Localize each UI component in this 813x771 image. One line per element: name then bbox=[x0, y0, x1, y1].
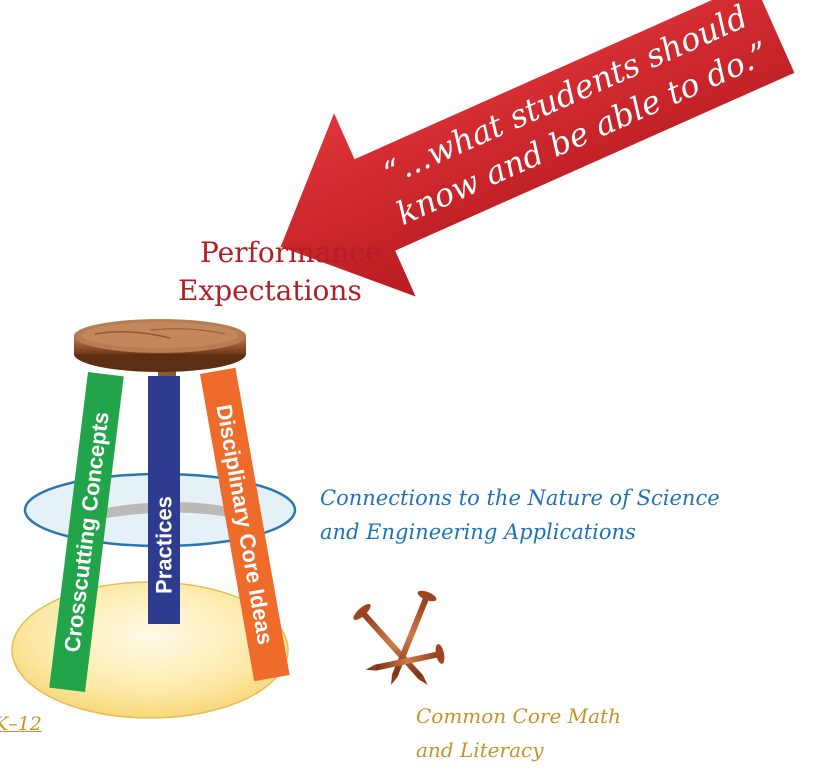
common-core-label-line1: Common Core Math bbox=[416, 704, 621, 728]
nails-icon bbox=[353, 590, 445, 686]
leg-practices: Practices bbox=[148, 376, 180, 624]
performance-expectations-line2: Expectations bbox=[178, 274, 362, 307]
common-core-label-line2: and Literacy bbox=[416, 738, 544, 762]
framework-k12-link[interactable]: K–12 bbox=[0, 713, 42, 735]
leg-practices-label: Practices bbox=[152, 496, 177, 594]
connections-label-line2: and Engineering Applications bbox=[320, 520, 636, 544]
connections-label-line1: Connections to the Nature of Science bbox=[320, 486, 720, 510]
performance-expectations-line1: Performance bbox=[200, 236, 382, 269]
stool-seat bbox=[74, 319, 246, 372]
